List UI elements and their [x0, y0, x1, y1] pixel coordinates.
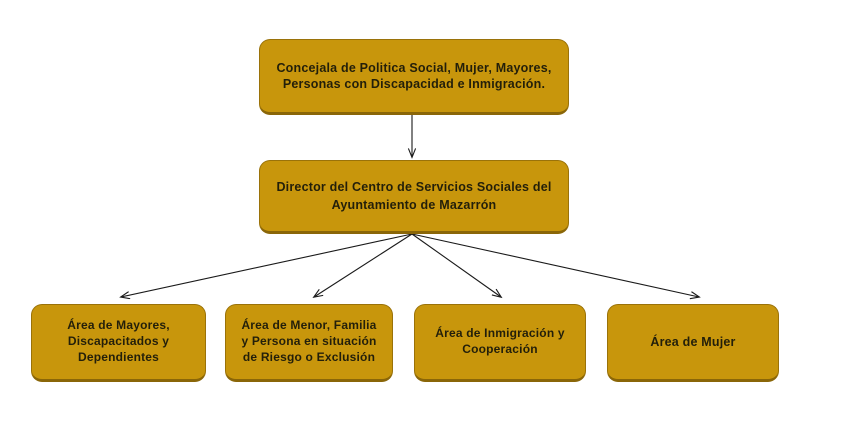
- node-area-mujer-label: Área de Mujer: [650, 334, 736, 349]
- connector-director-to-area-inmigracion: [411, 233, 501, 297]
- connector-director-to-area-mujer: [411, 233, 699, 297]
- node-area-menor[interactable]: Área de Menor, Familia y Persona en situ…: [225, 304, 393, 382]
- node-area-inmigracion[interactable]: Área de Inmigración y Cooperación: [414, 304, 586, 382]
- node-concejala-label: Concejala de Politica Social, Mujer, May…: [276, 60, 552, 92]
- connector-director-to-area-menor: [314, 233, 413, 297]
- node-area-menor-label: Área de Menor, Familia y Persona en situ…: [241, 318, 377, 364]
- node-director[interactable]: Director del Centro de Servicios Sociale…: [259, 160, 569, 234]
- node-area-mayores[interactable]: Área de Mayores, Discapacitados y Depend…: [31, 304, 206, 382]
- connector-director-to-area-mayores: [121, 233, 413, 297]
- node-area-inmigracion-label: Área de Inmigración y Cooperación: [435, 326, 565, 356]
- node-area-mujer[interactable]: Área de Mujer: [607, 304, 779, 382]
- node-area-mayores-label: Área de Mayores, Discapacitados y Depend…: [67, 318, 170, 364]
- node-director-label: Director del Centro de Servicios Sociale…: [276, 179, 552, 212]
- node-concejala[interactable]: Concejala de Politica Social, Mujer, May…: [259, 39, 569, 115]
